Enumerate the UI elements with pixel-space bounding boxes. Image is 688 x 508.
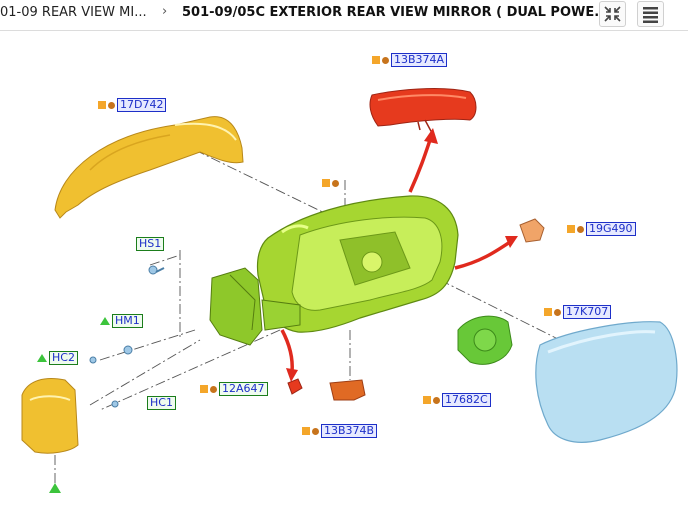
callout-HC1[interactable]: HC1 bbox=[147, 396, 176, 410]
callout-13B374B[interactable]: 13B374B bbox=[302, 424, 378, 438]
callout-17682C[interactable]: 17682C bbox=[423, 393, 491, 407]
breadcrumb-separator-icon: › bbox=[162, 4, 168, 19]
screw-HC1[interactable] bbox=[111, 400, 119, 408]
turn-signal-lamp-13B374A[interactable] bbox=[369, 88, 477, 134]
mirror-motor-17682C[interactable] bbox=[457, 315, 513, 365]
collapse-icon[interactable] bbox=[599, 1, 626, 27]
callout-17D742[interactable]: 17D742 bbox=[98, 98, 167, 112]
callout-13B374A[interactable]: 13B374A bbox=[372, 53, 448, 67]
mirror-glass-17K707[interactable] bbox=[535, 321, 678, 443]
part-label[interactable]: 19G490 bbox=[586, 222, 636, 236]
dot-marker-icon bbox=[382, 56, 389, 64]
sail-cover[interactable] bbox=[21, 378, 79, 454]
mirror-cover-17D742[interactable] bbox=[54, 116, 244, 219]
square-marker-icon bbox=[200, 385, 208, 393]
header-bar: 01-09 REAR VIEW MI... › 501-09/05C EXTER… bbox=[0, 0, 688, 31]
exploded-parts-diagram: 17D742 13B374A 19G490 17K707 HS1 HM1 HC2… bbox=[0, 32, 688, 508]
callout-HM1[interactable]: HM1 bbox=[100, 314, 143, 328]
screw-HS1[interactable] bbox=[148, 265, 165, 275]
square-marker-icon bbox=[423, 396, 431, 404]
part-label[interactable]: 17K707 bbox=[563, 305, 612, 319]
part-label[interactable]: 17682C bbox=[442, 393, 491, 407]
housing-marker bbox=[322, 176, 341, 190]
callout-17K707[interactable]: 17K707 bbox=[544, 305, 612, 319]
part-label[interactable]: 13B374B bbox=[321, 424, 378, 438]
part-label[interactable]: HC2 bbox=[49, 351, 78, 365]
square-marker-icon bbox=[372, 56, 380, 64]
list-icon[interactable] bbox=[637, 1, 664, 27]
triangle-marker-icon bbox=[37, 354, 47, 362]
part-label[interactable]: HS1 bbox=[136, 237, 165, 251]
callout-HC2[interactable]: HC2 bbox=[37, 351, 78, 365]
square-marker-icon bbox=[98, 101, 106, 109]
square-marker-icon bbox=[567, 225, 575, 233]
callout-12A647[interactable]: 12A647 bbox=[200, 382, 268, 396]
dot-marker-icon bbox=[332, 179, 339, 187]
dot-marker-icon bbox=[108, 101, 115, 109]
dot-marker-icon bbox=[210, 385, 217, 393]
square-marker-icon bbox=[302, 427, 310, 435]
triangle-marker-icon bbox=[100, 317, 110, 325]
part-label[interactable]: 13B374A bbox=[391, 53, 448, 67]
callout-HS1[interactable]: HS1 bbox=[136, 237, 165, 251]
screw-HC2[interactable] bbox=[89, 356, 97, 364]
dot-marker-icon bbox=[554, 308, 561, 316]
breadcrumb-current: 501-09/05C EXTERIOR REAR VIEW MIRROR ( D… bbox=[182, 5, 610, 20]
part-label[interactable]: 12A647 bbox=[219, 382, 268, 396]
clip-19G490[interactable] bbox=[519, 218, 545, 243]
dot-marker-icon bbox=[433, 396, 440, 404]
square-marker-icon bbox=[322, 179, 330, 187]
part-label[interactable]: HC1 bbox=[147, 396, 176, 410]
dot-marker-icon bbox=[577, 225, 584, 233]
callout-19G490[interactable]: 19G490 bbox=[567, 222, 636, 236]
part-label[interactable]: HM1 bbox=[112, 314, 143, 328]
puddle-lamp-13B374B[interactable] bbox=[329, 379, 366, 401]
connector-12A647[interactable] bbox=[287, 378, 303, 395]
screw-HM1[interactable] bbox=[123, 345, 133, 355]
mirror-base-mount[interactable] bbox=[209, 267, 301, 346]
mirror-housing[interactable] bbox=[256, 195, 459, 333]
breadcrumb-parent[interactable]: 01-09 REAR VIEW MI... bbox=[0, 5, 147, 20]
part-label[interactable]: 17D742 bbox=[117, 98, 167, 112]
dot-marker-icon bbox=[312, 427, 319, 435]
square-marker-icon bbox=[544, 308, 552, 316]
